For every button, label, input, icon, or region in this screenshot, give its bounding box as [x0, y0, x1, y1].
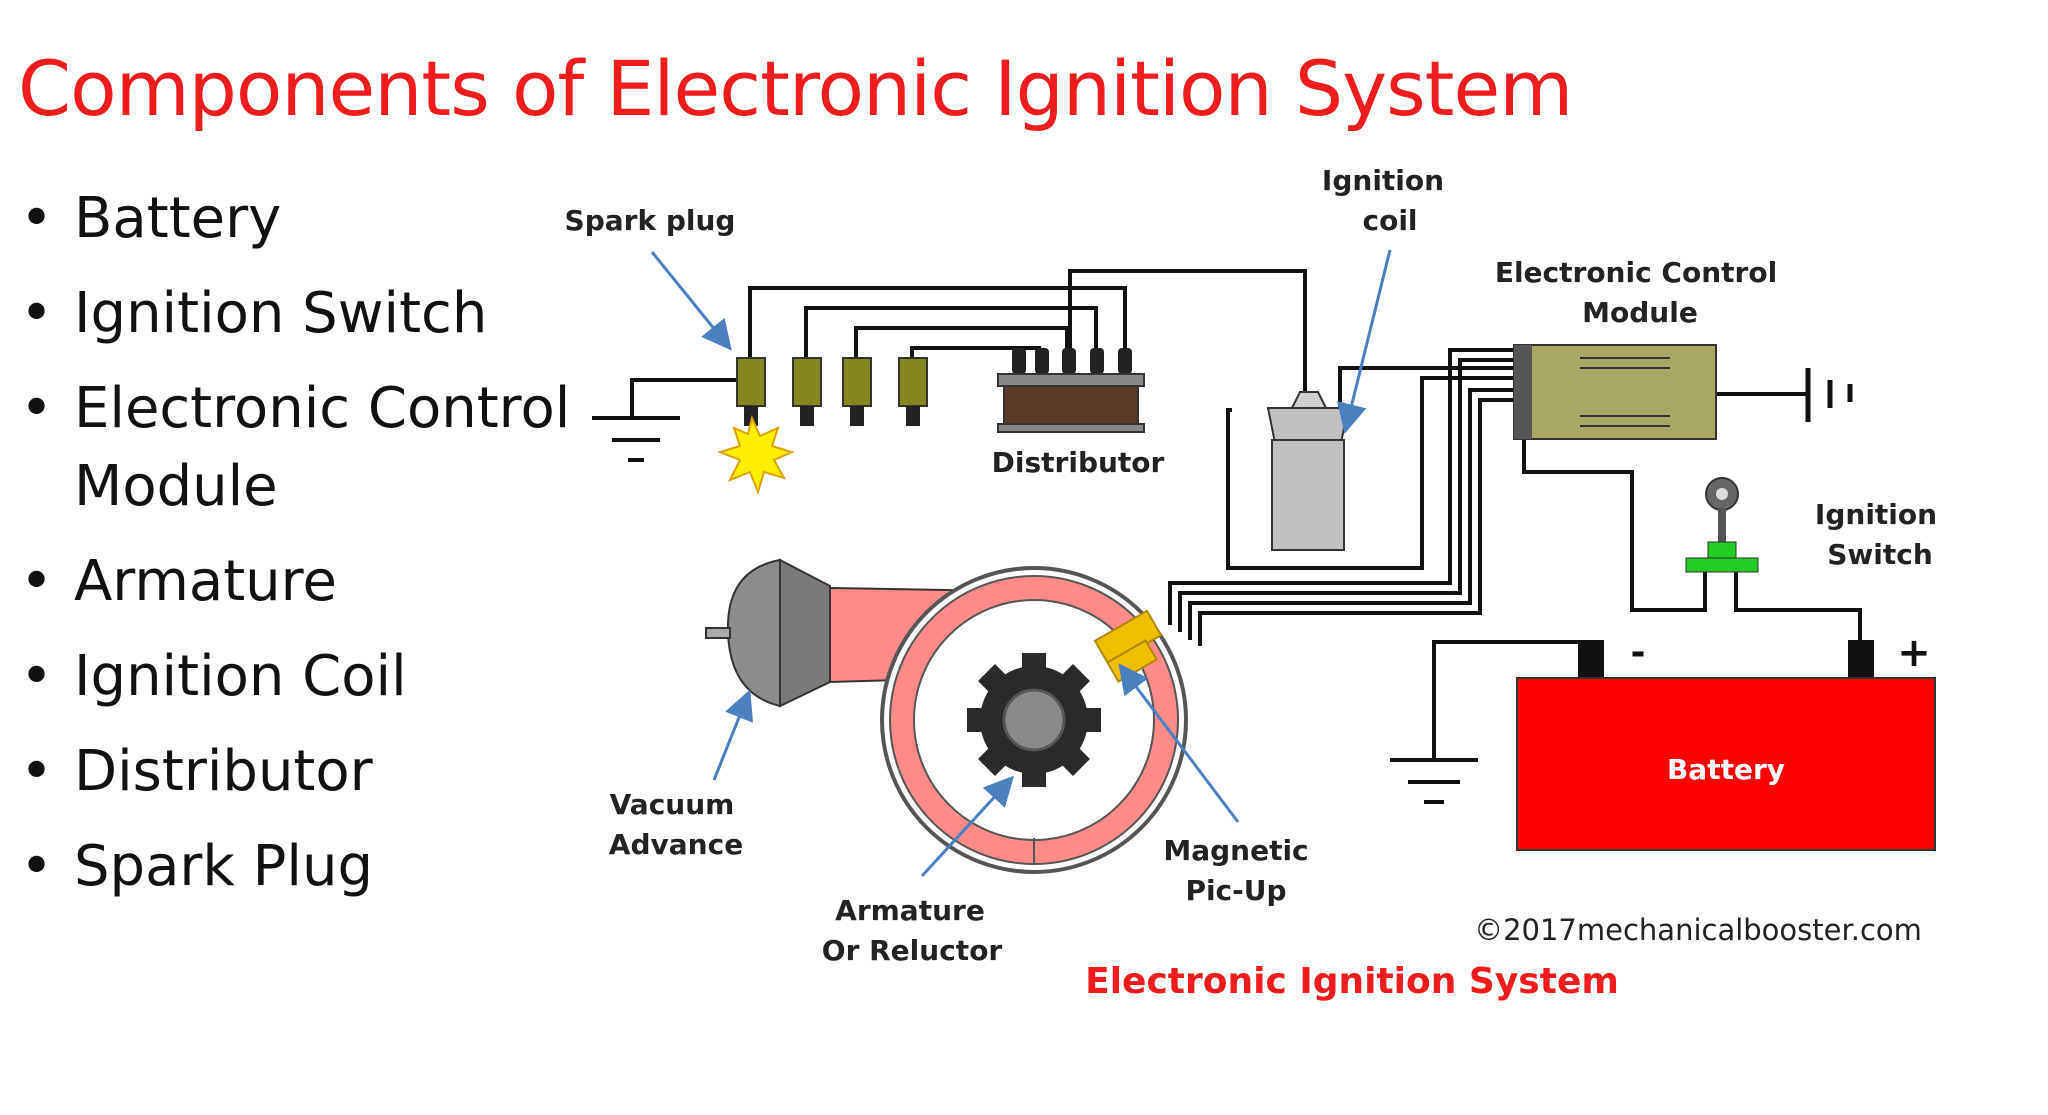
- armature-label: Or Reluctor: [822, 934, 1003, 967]
- vacuum-advance-label: Vacuum: [610, 788, 735, 821]
- list-item: Ignition Switch: [20, 275, 600, 353]
- page-title: Components of Electronic Ignition System: [18, 44, 1573, 133]
- distributor: [997, 348, 1145, 433]
- spark-icon: [716, 414, 795, 496]
- list-item: Battery: [20, 180, 600, 258]
- list-item: Electronic Control Module: [20, 370, 600, 526]
- components-list: Battery Ignition Switch Electronic Contr…: [20, 180, 600, 923]
- battery-positive-label: +: [1897, 630, 1931, 676]
- ignition-switch-label: Ignition: [1815, 498, 1937, 531]
- wiring: [592, 269, 1862, 804]
- distributor-label: Distributor: [992, 446, 1165, 479]
- distributor-assembly: [705, 558, 1188, 874]
- ignition-switch: [1685, 477, 1759, 573]
- battery-label: Battery: [1667, 753, 1785, 786]
- battery: Battery - +: [1516, 630, 1936, 851]
- ignition-coil-label: Ignition: [1322, 164, 1444, 197]
- label-arrows: [650, 249, 1392, 878]
- spark-plugs: [716, 357, 928, 496]
- ignition-coil: [1266, 391, 1350, 551]
- electronic-control-module: [1513, 344, 1717, 440]
- magnetic-pickup-label: Magnetic: [1163, 834, 1308, 867]
- diagram-caption: Electronic Ignition System: [1085, 961, 1619, 1002]
- ignition-coil-label: coil: [1362, 204, 1417, 237]
- copyright-text: ©2017mechanicalbooster.com: [1474, 913, 1922, 947]
- list-item: Distributor: [20, 733, 600, 811]
- list-item: Ignition Coil: [20, 638, 600, 716]
- ignition-switch-label: Switch: [1827, 538, 1933, 571]
- ecm-label: Electronic Control: [1495, 256, 1777, 289]
- battery-negative-label: -: [1631, 632, 1646, 673]
- magnetic-pickup-label: Pic-Up: [1185, 874, 1286, 907]
- spark-plug-label: Spark plug: [565, 204, 736, 237]
- list-item: Armature: [20, 543, 600, 621]
- vacuum-advance-label: Advance: [609, 828, 743, 861]
- armature-label: Armature: [835, 894, 985, 927]
- list-item: Spark Plug: [20, 828, 600, 906]
- armature-gear-icon: [967, 653, 1101, 787]
- ecm-label: Module: [1582, 296, 1698, 329]
